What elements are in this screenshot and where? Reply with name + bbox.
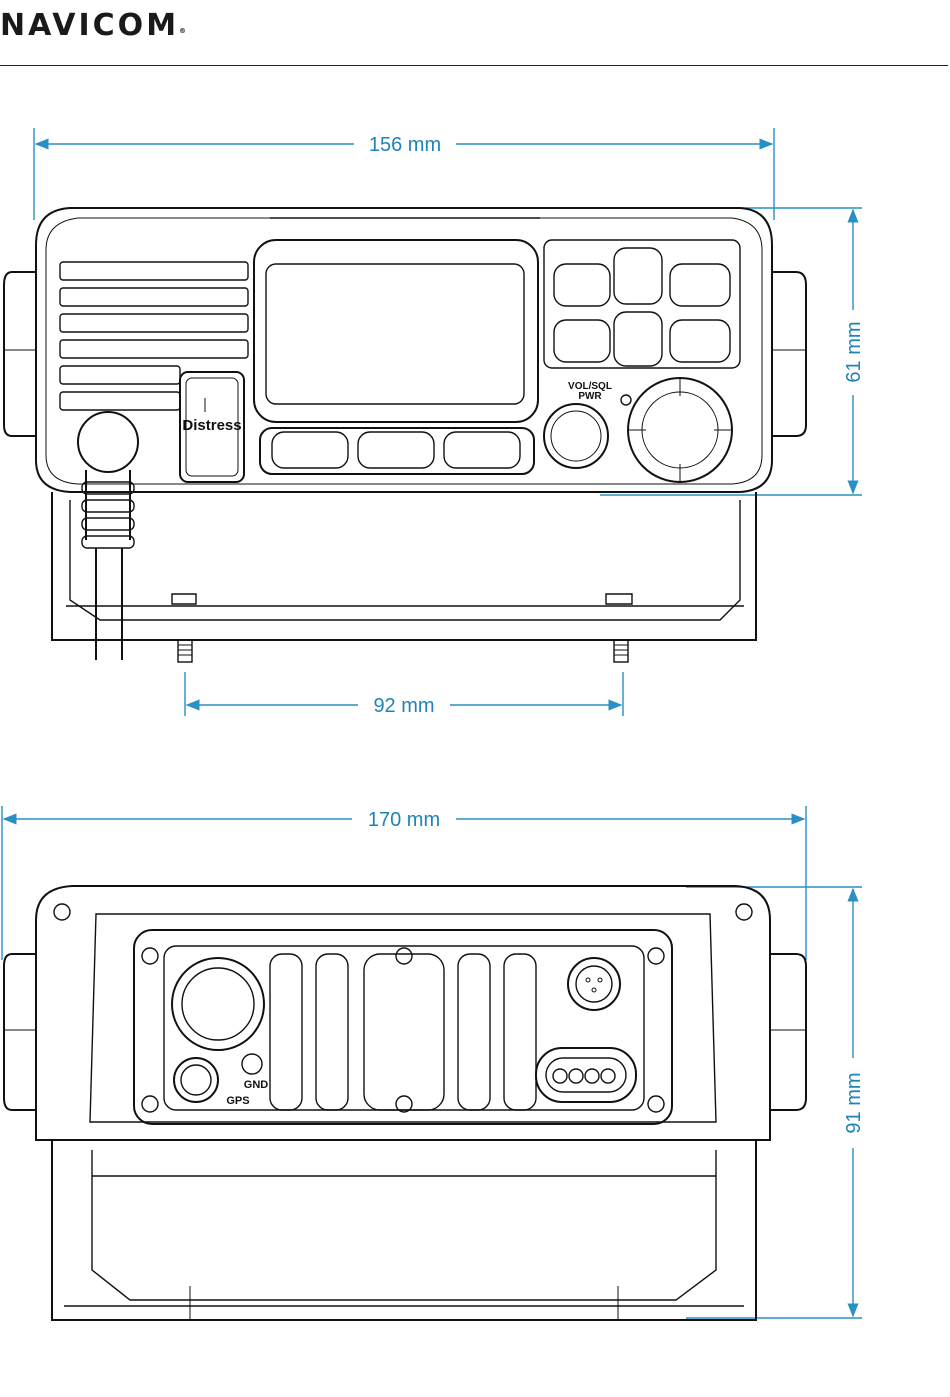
antenna-connector [172, 958, 264, 1050]
rear-mounting-bracket [52, 1140, 756, 1320]
front-view: 156 mm 61 mm [4, 128, 865, 717]
front-width-label: 156 mm [369, 134, 441, 156]
rear-right-knob [770, 954, 806, 1110]
right-side-knob [772, 272, 806, 436]
mounting-screws [178, 640, 628, 662]
rear-width-label: 170 mm [368, 809, 440, 831]
rear-left-knob [4, 954, 36, 1110]
speaker-grille [60, 262, 248, 410]
gps-label: GPS [226, 1095, 249, 1107]
rear-corner-screws [54, 904, 752, 1112]
display-screen [266, 264, 524, 404]
front-height-dimension: 61 mm [600, 208, 865, 495]
mount-spacing-dimension: 92 mm [185, 672, 623, 717]
mount-spacing-label: 92 mm [373, 695, 434, 717]
keypad [544, 240, 740, 368]
display-bezel [254, 240, 538, 422]
front-width-dimension: 156 mm [34, 128, 774, 220]
gps-connector: GND GPS [174, 1054, 268, 1107]
channel-knob [628, 378, 732, 482]
volume-knob: VOL/SQL PWR [544, 381, 631, 468]
front-height-label: 61 mm [843, 321, 865, 382]
soft-key-1 [272, 432, 348, 468]
mounting-bracket [52, 492, 756, 640]
soft-key-3 [444, 432, 520, 468]
distress-label: Distress [182, 417, 241, 434]
rear-view: 170 mm 91 mm [2, 806, 865, 1320]
gnd-label: GND [244, 1079, 269, 1091]
rear-width-dimension: 170 mm [2, 806, 806, 960]
distress-button: Distress [180, 372, 244, 482]
rear-body-outline [36, 886, 770, 1140]
power-connector [536, 1048, 636, 1102]
left-side-knob [4, 272, 36, 436]
rear-height-label: 91 mm [843, 1072, 865, 1133]
soft-key-2 [358, 432, 434, 468]
knob-label-line2: PWR [578, 391, 602, 402]
data-connector [568, 958, 620, 1010]
microphone-cable [78, 412, 138, 660]
gnd-terminal [242, 1054, 262, 1074]
soft-keys [260, 428, 534, 474]
heat-sink-fins [270, 954, 536, 1110]
rear-height-dimension: 91 mm [686, 887, 865, 1318]
